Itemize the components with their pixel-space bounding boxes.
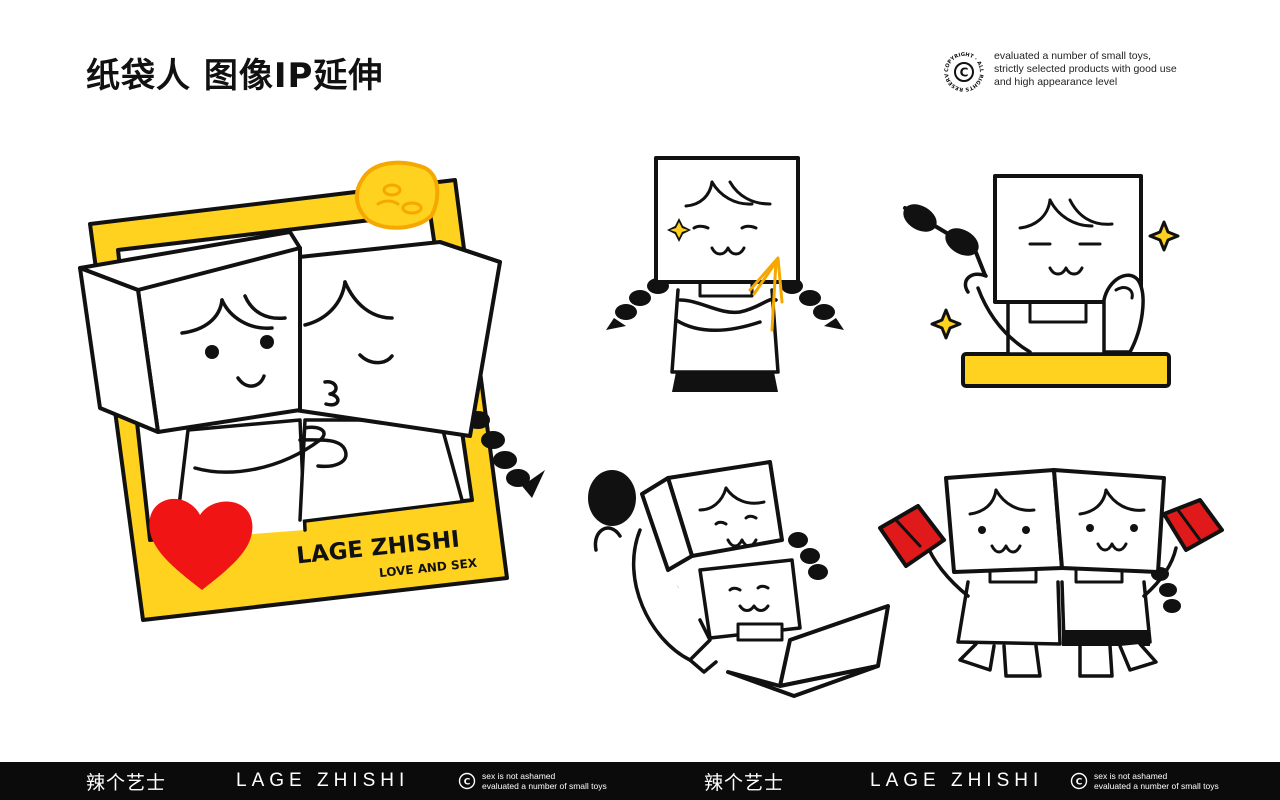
illustration-canvas: LAGE ZHISHI LOVE AND SEX [78, 156, 1224, 698]
copyright-seal-icon: C COPYRIGHT · ALL RIGHTS RESERVED [942, 50, 984, 92]
footer-brand-cn: 辣个艺士 [704, 772, 785, 794]
sunglasses-icon [903, 204, 987, 277]
copyright-line: and high appearance level [994, 76, 1118, 88]
red-envelope-kids-illustration [878, 468, 1224, 678]
footer-bar: 辣个艺士 LAGE ZHISHI C sex is not ashamed ev… [0, 762, 1280, 800]
heart-icon [149, 498, 253, 590]
footer-slogan: C sex is not ashamed evaluated a number … [458, 762, 607, 800]
footer-brand-en: LAGE ZHISHI [870, 770, 1044, 791]
footer-brand-cn: 辣个艺士 [86, 772, 167, 794]
red-envelope-icon [1162, 498, 1224, 552]
red-envelope-icon [878, 504, 946, 568]
svg-text:C: C [960, 66, 969, 80]
arms-crossed-girl-illustration [606, 156, 844, 392]
laptop-kids-illustration [588, 460, 890, 698]
page-title: 纸袋人 图像IP延伸 [86, 56, 384, 96]
footer-brand-en: LAGE ZHISHI [236, 770, 410, 791]
couple-poster-illustration: LAGE ZHISHI LOVE AND SEX [78, 160, 545, 622]
footer-slogan: C sex is not ashamed evaluated a number … [1070, 762, 1219, 800]
copyright-text: evaluated a number of small toys, strict… [994, 50, 1177, 89]
cheese-icon [354, 160, 440, 230]
footer-slogan-line: sex is not ashamed [1094, 771, 1168, 781]
footer-slogan-line: sex is not ashamed [482, 771, 556, 781]
svg-text:C: C [1076, 778, 1083, 788]
sunglasses-girl-illustration [903, 174, 1180, 388]
copyright-line: evaluated a number of small toys, [994, 50, 1151, 62]
footer-slogan-line: evaluated a number of small toys [1094, 781, 1219, 791]
copyright-icon: C [458, 772, 476, 790]
laptop-icon [726, 604, 890, 698]
copyright-block: C COPYRIGHT · ALL RIGHTS RESERVED evalua… [942, 50, 1177, 94]
copyright-line: strictly selected products with good use [994, 63, 1177, 75]
svg-text:C: C [464, 778, 471, 788]
copyright-icon: C [1070, 772, 1088, 790]
footer-slogan-line: evaluated a number of small toys [482, 781, 607, 791]
